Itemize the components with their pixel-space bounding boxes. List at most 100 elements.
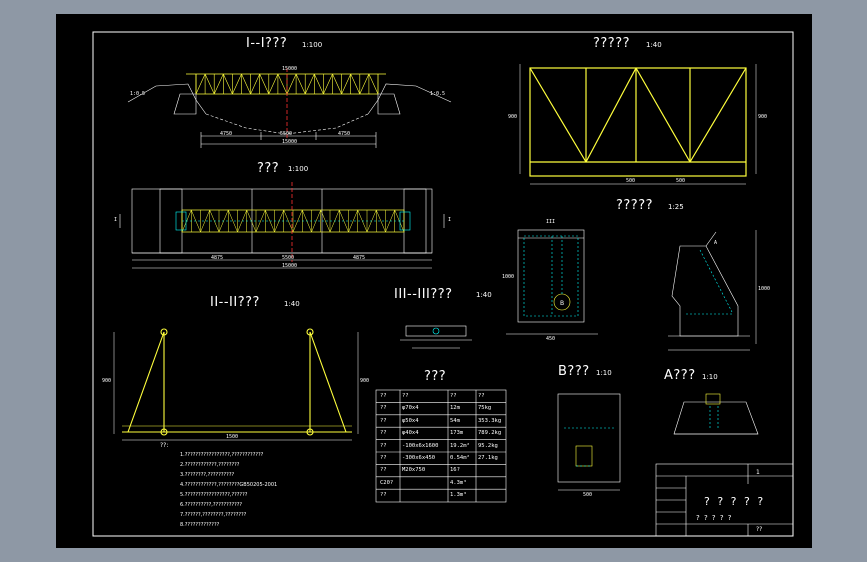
dim-truss-height-2: 900: [360, 378, 370, 384]
dim-plan-1: 4875: [211, 255, 224, 261]
section-2-scale: 1:40: [284, 300, 300, 308]
slope-right: 1:0.5: [430, 91, 446, 97]
abutment-section-b: [668, 231, 750, 337]
table-cell: 4.3m³: [450, 479, 467, 486]
abutment-left-1: [173, 93, 401, 115]
plan-rebar: [175, 211, 411, 231]
note-line: 3.????????,??????????: [180, 472, 235, 478]
abutment-rebar-a: [523, 235, 579, 317]
plan-scale: 1:100: [288, 165, 309, 173]
title-block-sheet: 1: [756, 469, 760, 476]
table-cell: 19.2m²: [450, 442, 470, 449]
table-cell: ??: [380, 405, 387, 412]
table-header-cell: ??: [402, 393, 409, 399]
table-header-cell: ??: [478, 393, 485, 399]
plan-title: ???: [257, 161, 280, 176]
dim-side-a: 4750: [220, 131, 233, 137]
section-3-title: III--III???: [394, 287, 453, 302]
dim-b-width: 500: [583, 492, 593, 498]
abutment-dims: [668, 230, 757, 351]
plan-mark-left: I: [114, 217, 118, 223]
dim-span-total-2: 15000: [282, 139, 298, 145]
table-cell: ??: [380, 467, 387, 474]
section-1-terrain: [127, 83, 452, 148]
table-cell: 95.2kg: [478, 442, 498, 449]
dim-middle: 5500: [280, 131, 293, 137]
table-cell: 12m: [450, 405, 460, 412]
cad-drawing: B: [92, 31, 794, 537]
side-view: [529, 67, 747, 177]
table-cell: 27.1kg: [478, 455, 498, 461]
section-2-title: II--II???: [210, 295, 260, 310]
note-line: 7.??????,????????,????????: [180, 512, 247, 518]
dim-abut-h: 1000: [502, 274, 515, 280]
note-line: 2.????????????,????????: [180, 462, 240, 468]
detail-a-scale: 1:10: [702, 373, 718, 381]
detail-a-title: A???: [664, 368, 696, 383]
dim-side-b: 4750: [338, 131, 351, 137]
table-cell: 0.54m²: [450, 455, 470, 461]
table-cell: φ40x4: [402, 430, 419, 437]
table-cell: φ70x4: [402, 405, 419, 412]
dim-side-panel: 500: [626, 178, 636, 184]
section-2-drawing: [122, 328, 352, 436]
plan-section-marks: [119, 214, 445, 228]
table-cell: 75kg: [478, 405, 492, 412]
title-block-date: ??: [756, 526, 763, 533]
section-3-scale: 1:40: [476, 291, 492, 299]
table-cell: 54m: [450, 417, 460, 424]
table-cell: ??: [380, 455, 387, 461]
side-dims: [519, 64, 757, 185]
label-a-marker: A: [714, 240, 718, 246]
notes-title: ??:: [160, 442, 169, 449]
table-cell: M20x750: [402, 467, 426, 474]
svg-text:B: B: [560, 300, 564, 307]
table-cell: 16?: [450, 467, 460, 474]
slope-left: 1:0.5: [130, 91, 146, 97]
side-title: ?????: [593, 36, 630, 51]
material-table: [375, 389, 507, 503]
note-line: 1.?????????????????,????????????: [180, 452, 264, 458]
detail-b-drawing: [557, 393, 621, 491]
dim-plan-3: 4875: [353, 255, 366, 261]
dim-side-height-2: 900: [758, 114, 768, 120]
section-3-drawing: [400, 325, 472, 349]
detail-a-rebar: [709, 406, 719, 430]
dim-plan-2: 5500: [282, 255, 295, 261]
title-block: [655, 463, 794, 537]
label-iii-marker: III: [546, 219, 556, 225]
table-cell: -300x6x450: [402, 455, 436, 461]
table-cell: ??: [380, 430, 387, 437]
table-cell: ??: [380, 442, 387, 449]
table-cell: ??: [380, 417, 387, 424]
section-1-drawing: [186, 73, 386, 95]
table-cell: 789.2kg: [478, 430, 502, 437]
dim-side-height: 900: [508, 114, 518, 120]
section-1-title: I--I???: [246, 36, 288, 51]
dim-plan-total: 15000: [282, 263, 298, 269]
outer-frame: [92, 31, 794, 537]
dim-truss-width: 1500: [226, 434, 239, 440]
note-line: 6.??????????,???????????: [180, 502, 243, 508]
side-scale: 1:40: [646, 41, 662, 49]
table-header-cell: ??: [380, 393, 387, 399]
section-2-dims: [113, 332, 359, 441]
plan-mark-right: I: [448, 217, 452, 223]
dim-span-total: 15000: [282, 66, 298, 72]
table-cell: φ50x4: [402, 417, 419, 424]
table-cell: ??: [380, 492, 387, 499]
table-cell: 353.3kg: [478, 417, 502, 424]
note-line: 5.?????????????????,??????: [180, 492, 248, 498]
section-1-scale: 1:100: [302, 41, 323, 49]
table-header-cell: ??: [450, 393, 457, 399]
title-block-subtitle: ? ? ? ? ?: [696, 514, 733, 522]
table-cell: C20?: [380, 479, 394, 486]
dim-abut-h-2: 1000: [758, 286, 771, 292]
table-title: ???: [424, 369, 447, 384]
detail-b-scale: 1:10: [596, 369, 612, 377]
detail-a-drawing: [673, 393, 759, 435]
dim-truss-height: 900: [102, 378, 112, 384]
table-cell: 1.3m³: [450, 492, 467, 499]
abutment-section-a: B: [506, 229, 598, 335]
drawing-canvas: B: [56, 14, 812, 548]
